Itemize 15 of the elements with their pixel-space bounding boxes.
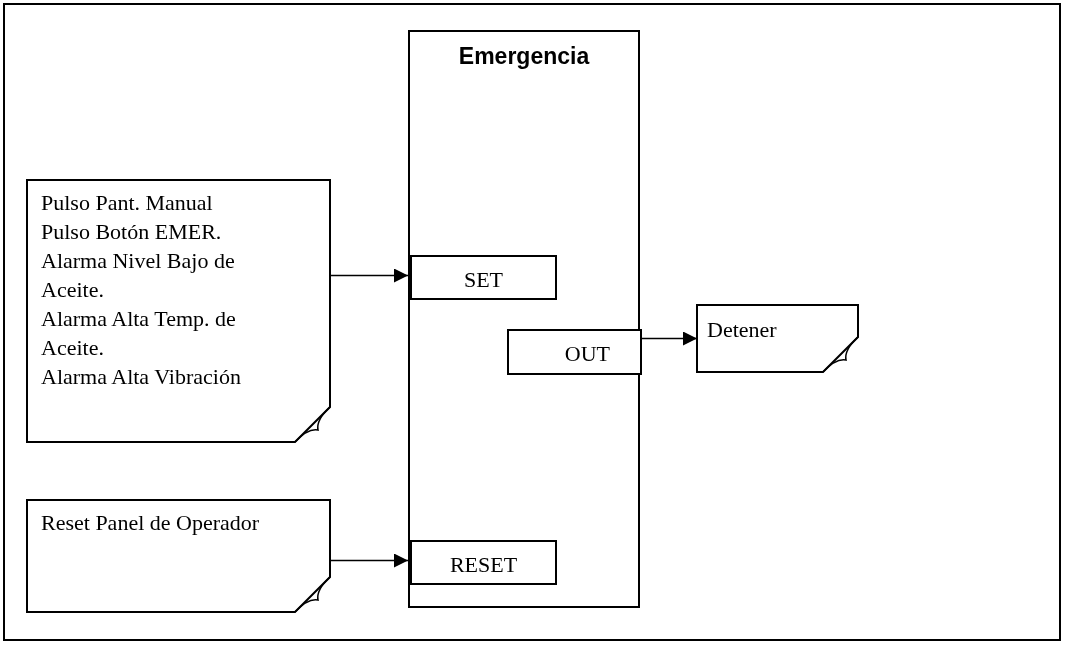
node-label: RESET	[448, 551, 519, 579]
node-label: Pulso Pant. Manual	[41, 189, 214, 217]
node-label: OUT	[563, 340, 610, 368]
node-label: SET	[462, 266, 505, 294]
node-label: Alarma Alta Vibración	[41, 363, 242, 391]
block-title: Emergencia	[457, 42, 591, 71]
port-box	[410, 540, 557, 585]
function-block	[408, 30, 640, 608]
node-label: Alarma Alta Temp. de Aceite.	[41, 305, 237, 362]
node-label: Detener	[707, 316, 778, 344]
port-box	[507, 329, 642, 375]
node-label: Pulso Botón EMER.	[41, 218, 223, 246]
node-label: Alarma Nivel Bajo de Aceite.	[41, 247, 236, 304]
port-box	[410, 255, 557, 300]
node-label: Reset Panel de Operador	[41, 509, 261, 537]
